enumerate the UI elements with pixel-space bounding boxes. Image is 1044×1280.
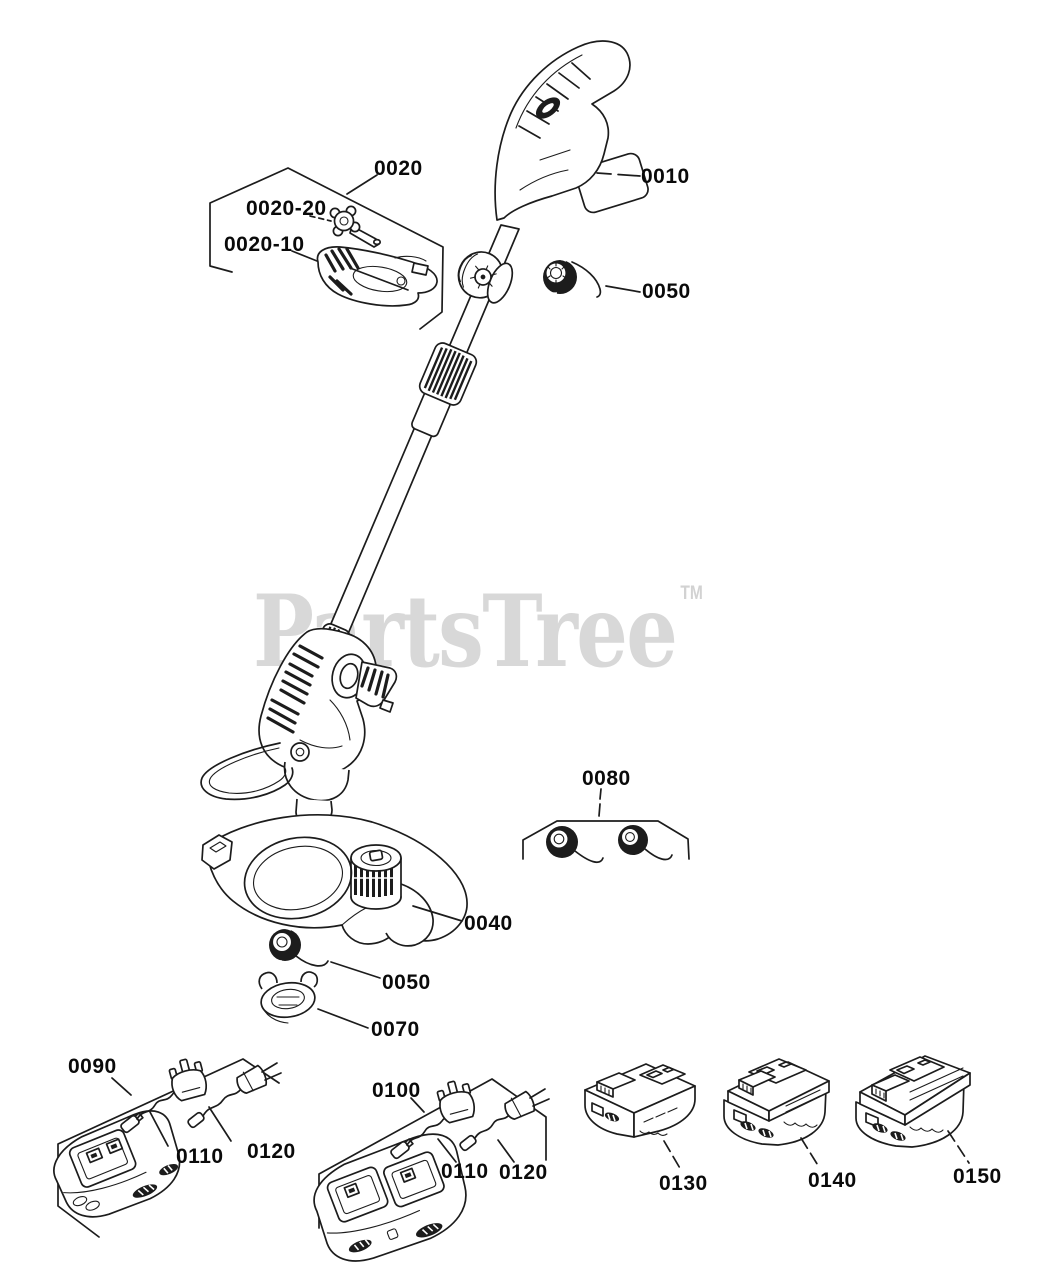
part-callout-0050-upper: 0050 [642,280,691,303]
double-charger-illustration [313,1133,467,1262]
shaft-coupler-illustration [457,251,514,304]
aux-handle-group-bracket [209,167,444,330]
battery-medium-illustration [723,1058,830,1168]
spool-pair-illustration [522,820,690,864]
part-callout-0050-mid: 0050 [382,971,431,994]
part-callout-0110-single: 0110 [176,1145,224,1168]
part-callout-0120-single: 0120 [247,1140,296,1163]
part-callout-0010: 0010 [641,165,690,188]
trimmer-handle-illustration [494,40,649,221]
aux-handle-illustration [316,246,438,307]
part-callout-0130: 0130 [659,1172,708,1195]
spool-cap-illustration [258,971,319,1024]
double-charger-group [313,1078,550,1262]
part-callout-0090: 0090 [68,1055,117,1078]
part-callout-0110-double: 0110 [441,1160,489,1183]
part-callout-0140: 0140 [808,1169,857,1192]
single-charger-group [53,1058,282,1238]
single-charger-illustration [53,1110,181,1218]
plug-cable-uk-illustration [390,1080,476,1160]
trademark-symbol: TM [680,583,703,604]
part-callout-0020-10: 0020-10 [224,233,305,256]
spool-mid-illustration [269,927,329,967]
part-callout-0080: 0080 [582,767,631,790]
part-callout-0040: 0040 [464,912,513,935]
plug-cable-uk-illustration [120,1058,208,1134]
part-callout-0150: 0150 [953,1165,1002,1188]
spool-upper-illustration [543,258,602,298]
leader-lines [111,172,641,1163]
battery-large-illustration [855,1055,971,1164]
plug-cable-2pin-illustration [187,1062,282,1129]
trimmer-head-illustration [200,623,398,826]
part-callout-0070: 0070 [371,1018,420,1041]
shaft-lock-collar-illustration [418,342,478,406]
part-callout-0100: 0100 [372,1079,421,1102]
guard-illustration [201,814,468,947]
part-callout-0020-20: 0020-20 [246,197,327,220]
part-callout-0020: 0020 [374,157,423,180]
plug-cable-2pin-illustration [459,1088,550,1152]
part-callout-0120-double: 0120 [499,1161,548,1184]
battery-small-illustration [584,1063,696,1171]
handle-knob-illustration [329,205,382,248]
